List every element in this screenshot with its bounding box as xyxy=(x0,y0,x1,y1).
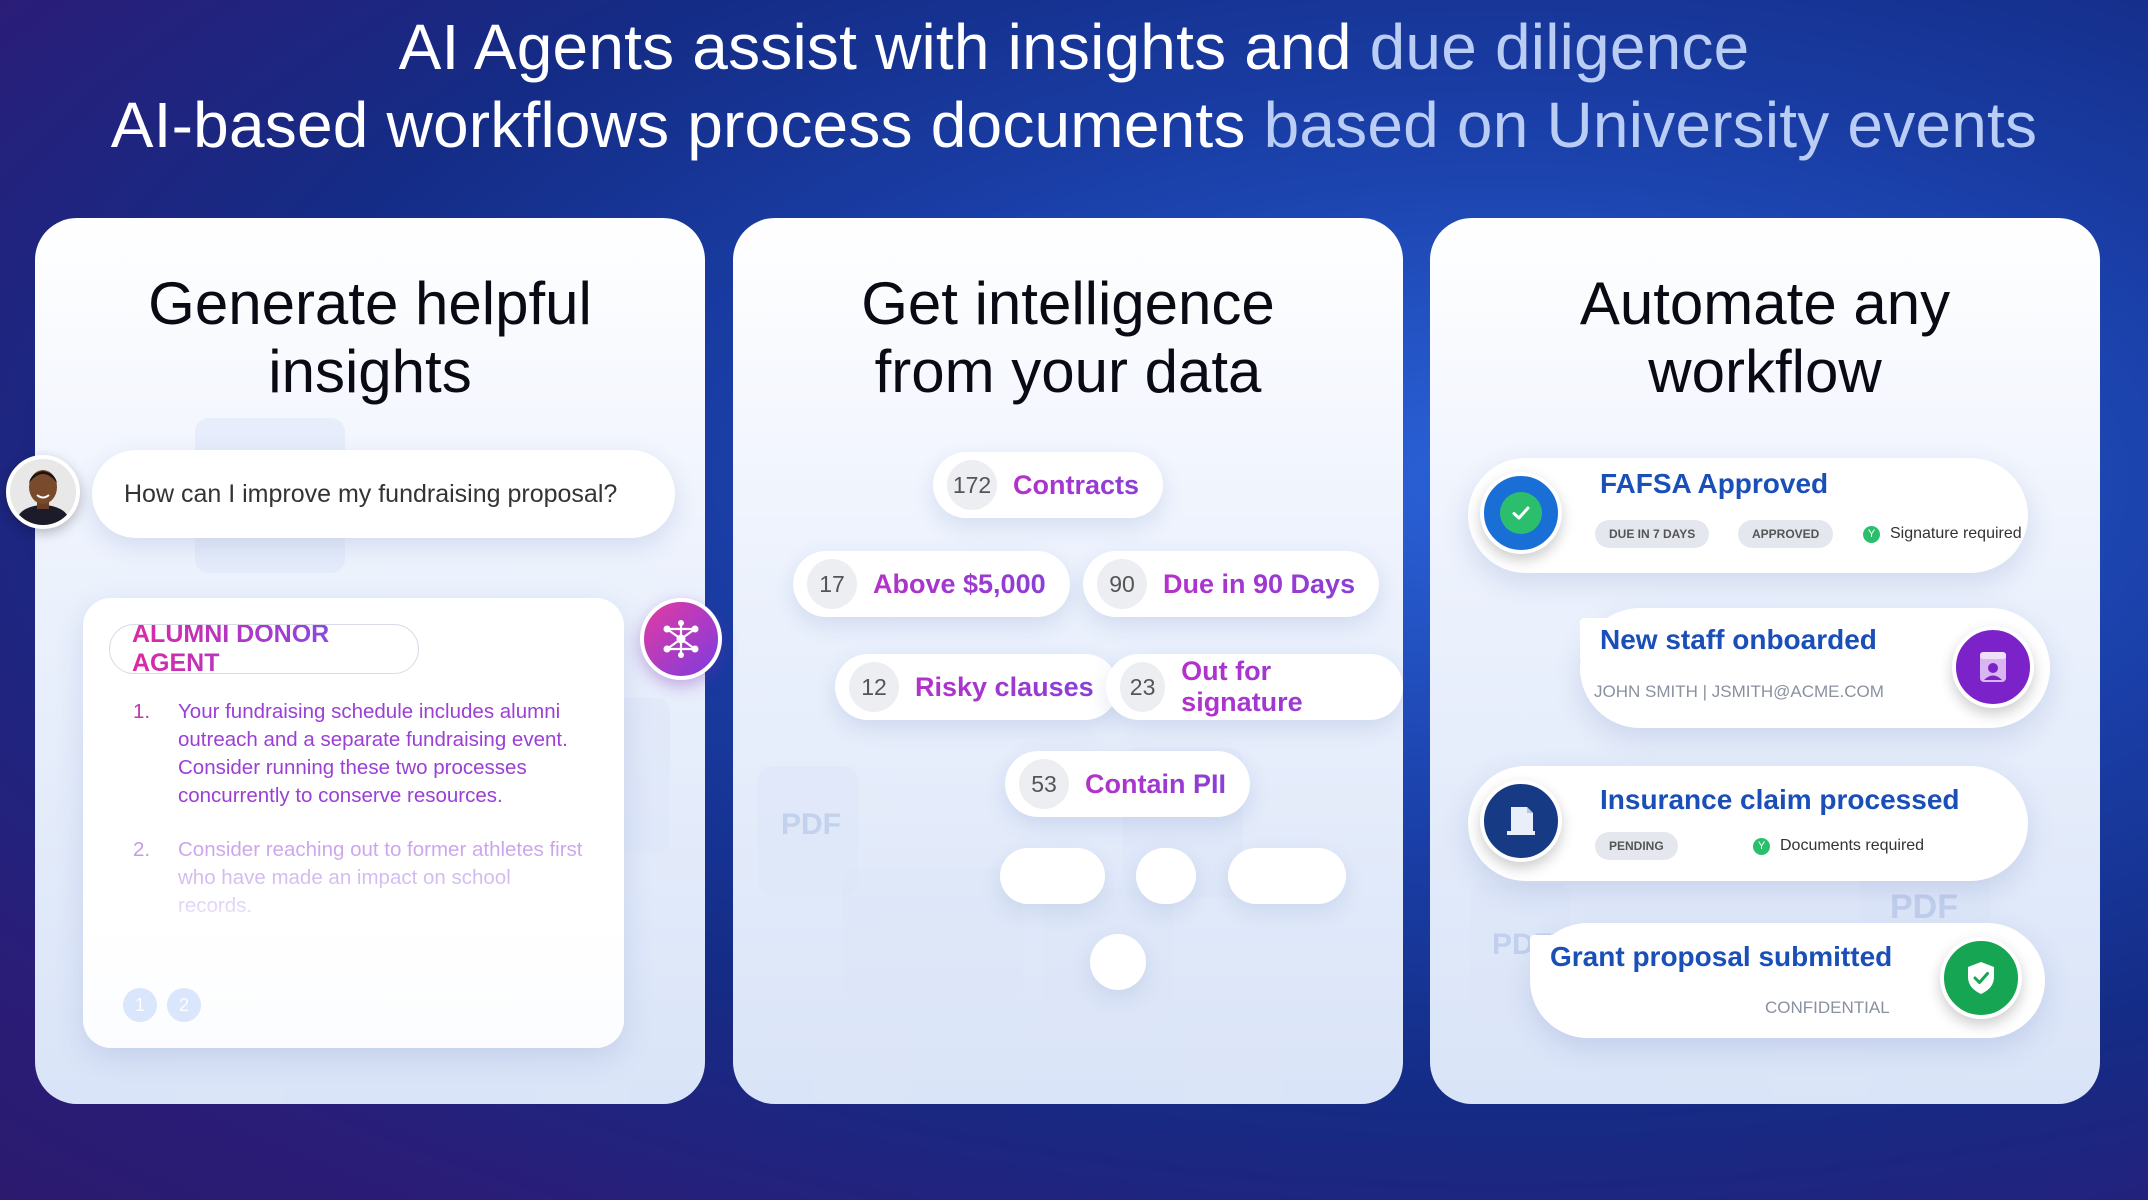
workflow-item-new-staff[interactable]: New staff onboarded JOHN SMITH | JSMITH@… xyxy=(1580,608,2050,728)
list-item-text: Consider reaching out to former athletes… xyxy=(178,836,583,920)
status-indicator: Y Documents required xyxy=(1753,837,1924,855)
status-text: Documents required xyxy=(1780,837,1925,854)
card-title: Get intelligence from your data xyxy=(733,270,1403,406)
status-text: Signature required xyxy=(1890,525,2022,542)
filter-chip-out-for-signature[interactable]: 23 Out for signature xyxy=(1106,654,1403,720)
chip-count: 53 xyxy=(1019,759,1069,809)
intelligence-card: PDF Get intelligence from your data 172 … xyxy=(733,218,1403,1104)
user-avatar xyxy=(6,455,80,529)
card-title-line-1: Get intelligence xyxy=(861,270,1275,337)
headline-line-2: AI-based workflows process documents bas… xyxy=(0,88,2148,162)
chip-label: Due in 90 Days xyxy=(1163,568,1356,599)
card-title: Automate any workflow xyxy=(1430,270,2100,406)
approved-tag: APPROVED xyxy=(1738,520,1834,548)
workflow-item-fafsa[interactable]: FAFSA Approved DUE IN 7 DAYS APPROVED Y … xyxy=(1468,458,2028,573)
workflow-item-insurance[interactable]: Insurance claim processed PENDING Y Docu… xyxy=(1468,766,2028,881)
ghost-pdf-label: PDF xyxy=(781,808,841,841)
chip-count: 23 xyxy=(1120,662,1166,712)
chip-count: 17 xyxy=(807,559,857,609)
workflow-item-grant[interactable]: Grant proposal submitted CONFIDENTIAL xyxy=(1530,923,2045,1038)
headline-line-1: AI Agents assist with insights and due d… xyxy=(0,10,2148,84)
ghost-spreadsheet-icon xyxy=(175,1038,285,1104)
chip-label: Out for signature xyxy=(1181,656,1379,718)
card-title-line-1: Automate any xyxy=(1579,270,1951,337)
agent-response-panel: ALUMNI DONOR AGENT 1. Your fundraising s… xyxy=(83,598,624,1048)
card-title-line-2: workflow xyxy=(1648,338,1882,405)
headline-line-2-part-b: based on University events xyxy=(1263,89,2038,161)
headline-line-1-part-a: AI Agents assist with insights and xyxy=(398,11,1370,83)
workflow-title-box: FAFSA Approved xyxy=(1580,462,1849,506)
empty-chip xyxy=(1136,848,1196,904)
chip-label: Contain PII xyxy=(1085,768,1226,799)
ghost-pdf-label: PDF xyxy=(1890,888,1958,926)
ghost-spreadsheet-icon xyxy=(813,1023,913,1103)
workflow-title-box: Grant proposal submitted xyxy=(1530,935,1913,979)
workflow-title: FAFSA Approved xyxy=(1600,468,1829,499)
workflow-title-box: Insurance claim processed xyxy=(1580,778,1980,822)
list-item-number: 2. xyxy=(133,838,151,861)
filter-chip-due-90-days[interactable]: 90 Due in 90 Days xyxy=(1083,551,1380,617)
staff-details: JOHN SMITH | JSMITH@ACME.COM xyxy=(1594,682,1884,701)
due-tag: DUE IN 7 DAYS xyxy=(1595,520,1710,548)
workflow-card: PDF PDF Automate any workflow FAFSA Appr… xyxy=(1430,218,2100,1104)
workflow-title-box: New staff onboarded xyxy=(1580,618,1897,662)
chip-count: 90 xyxy=(1097,559,1147,609)
ghost-chart-icon xyxy=(843,868,1023,998)
chip-label: Contracts xyxy=(1013,469,1140,500)
card-title-line-2: from your data xyxy=(874,338,1262,405)
ghost-document xyxy=(1183,1028,1283,1104)
status-indicator: Y Signature required xyxy=(1863,525,2022,543)
status-dot-icon: Y xyxy=(1753,837,1770,855)
card-title: Generate helpful insights xyxy=(35,270,705,406)
page-button-2[interactable]: 2 xyxy=(167,988,201,1022)
chip-count: 12 xyxy=(849,662,899,712)
badge-icon xyxy=(1952,626,2034,708)
ghost-document xyxy=(758,766,858,896)
workflow-title: Grant proposal submitted xyxy=(1550,941,1893,972)
filter-chip-risky-clauses[interactable]: 12 Risky clauses xyxy=(835,654,1118,720)
question-text: How can I improve my fundraising proposa… xyxy=(124,479,618,508)
empty-chip xyxy=(1228,848,1346,904)
list-item-number: 1. xyxy=(133,700,151,723)
list-item-text: Your fundraising schedule includes alumn… xyxy=(178,700,568,807)
empty-chip xyxy=(1000,848,1105,904)
list-item: 2. Consider reaching out to former athle… xyxy=(133,836,583,920)
agent-name-badge: ALUMNI DONOR AGENT xyxy=(109,620,419,677)
pagination: 1 2 xyxy=(123,988,201,1022)
check-icon xyxy=(1480,472,1562,554)
headline-line-1-part-b: due diligence xyxy=(1369,11,1750,83)
list-item: 1. Your fundraising schedule includes al… xyxy=(133,698,583,810)
headline-line-2-part-a: AI-based workflows process documents xyxy=(110,89,1264,161)
pending-tag: PENDING xyxy=(1595,832,1678,860)
status-dot-icon: Y xyxy=(1863,525,1880,543)
agent-suggestions-list: 1. Your fundraising schedule includes al… xyxy=(133,698,583,946)
workflow-title: Insurance claim processed xyxy=(1600,784,1960,815)
filter-chip-contain-pii[interactable]: 53 Contain PII xyxy=(1005,751,1250,817)
confidential-label: CONFIDENTIAL xyxy=(1765,998,1890,1017)
empty-dot xyxy=(1090,934,1146,990)
filter-chip-above-5000[interactable]: 17 Above $5,000 xyxy=(793,551,1070,617)
page-button-1[interactable]: 1 xyxy=(123,988,157,1022)
agent-network-icon xyxy=(640,598,722,680)
workflow-title: New staff onboarded xyxy=(1600,624,1877,655)
document-icon xyxy=(1480,780,1562,862)
user-question-bubble: How can I improve my fundraising proposa… xyxy=(92,450,675,538)
chip-label: Above $5,000 xyxy=(873,568,1046,599)
chip-label: Risky clauses xyxy=(915,671,1094,702)
card-title-line-1: Generate helpful xyxy=(148,270,592,337)
filter-chip-contracts[interactable]: 172 Contracts xyxy=(933,452,1164,518)
shield-check-icon xyxy=(1940,937,2022,1019)
card-title-line-2: insights xyxy=(268,338,472,405)
chip-count: 172 xyxy=(947,460,997,510)
